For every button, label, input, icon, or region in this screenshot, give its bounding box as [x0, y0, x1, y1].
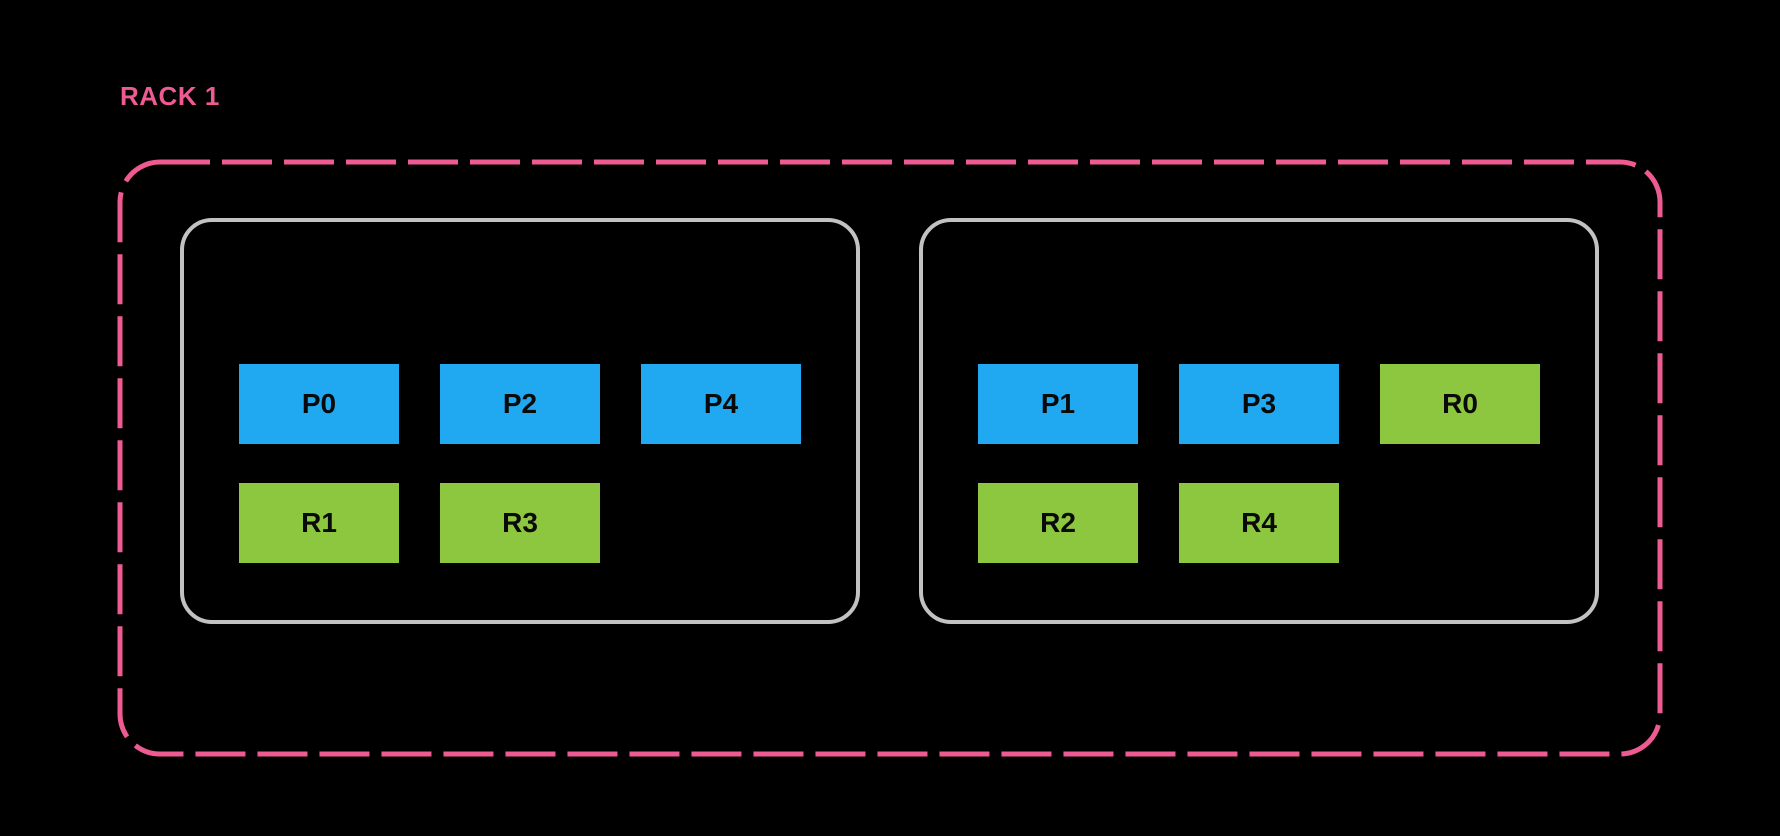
replica-shard-r1: R1	[239, 483, 399, 563]
primary-shard-p4: P4	[641, 364, 801, 444]
replica-shard-r0: R0	[1380, 364, 1540, 444]
primary-shard-p3: P3	[1179, 364, 1339, 444]
primary-shard-p2: P2	[440, 364, 600, 444]
replica-shard-r3: R3	[440, 483, 600, 563]
primary-shard-p0: P0	[239, 364, 399, 444]
rack-title: RACK 1	[120, 81, 220, 111]
replica-shard-r4: R4	[1179, 483, 1339, 563]
primary-shard-p1: P1	[978, 364, 1138, 444]
replica-shard-r2: R2	[978, 483, 1138, 563]
